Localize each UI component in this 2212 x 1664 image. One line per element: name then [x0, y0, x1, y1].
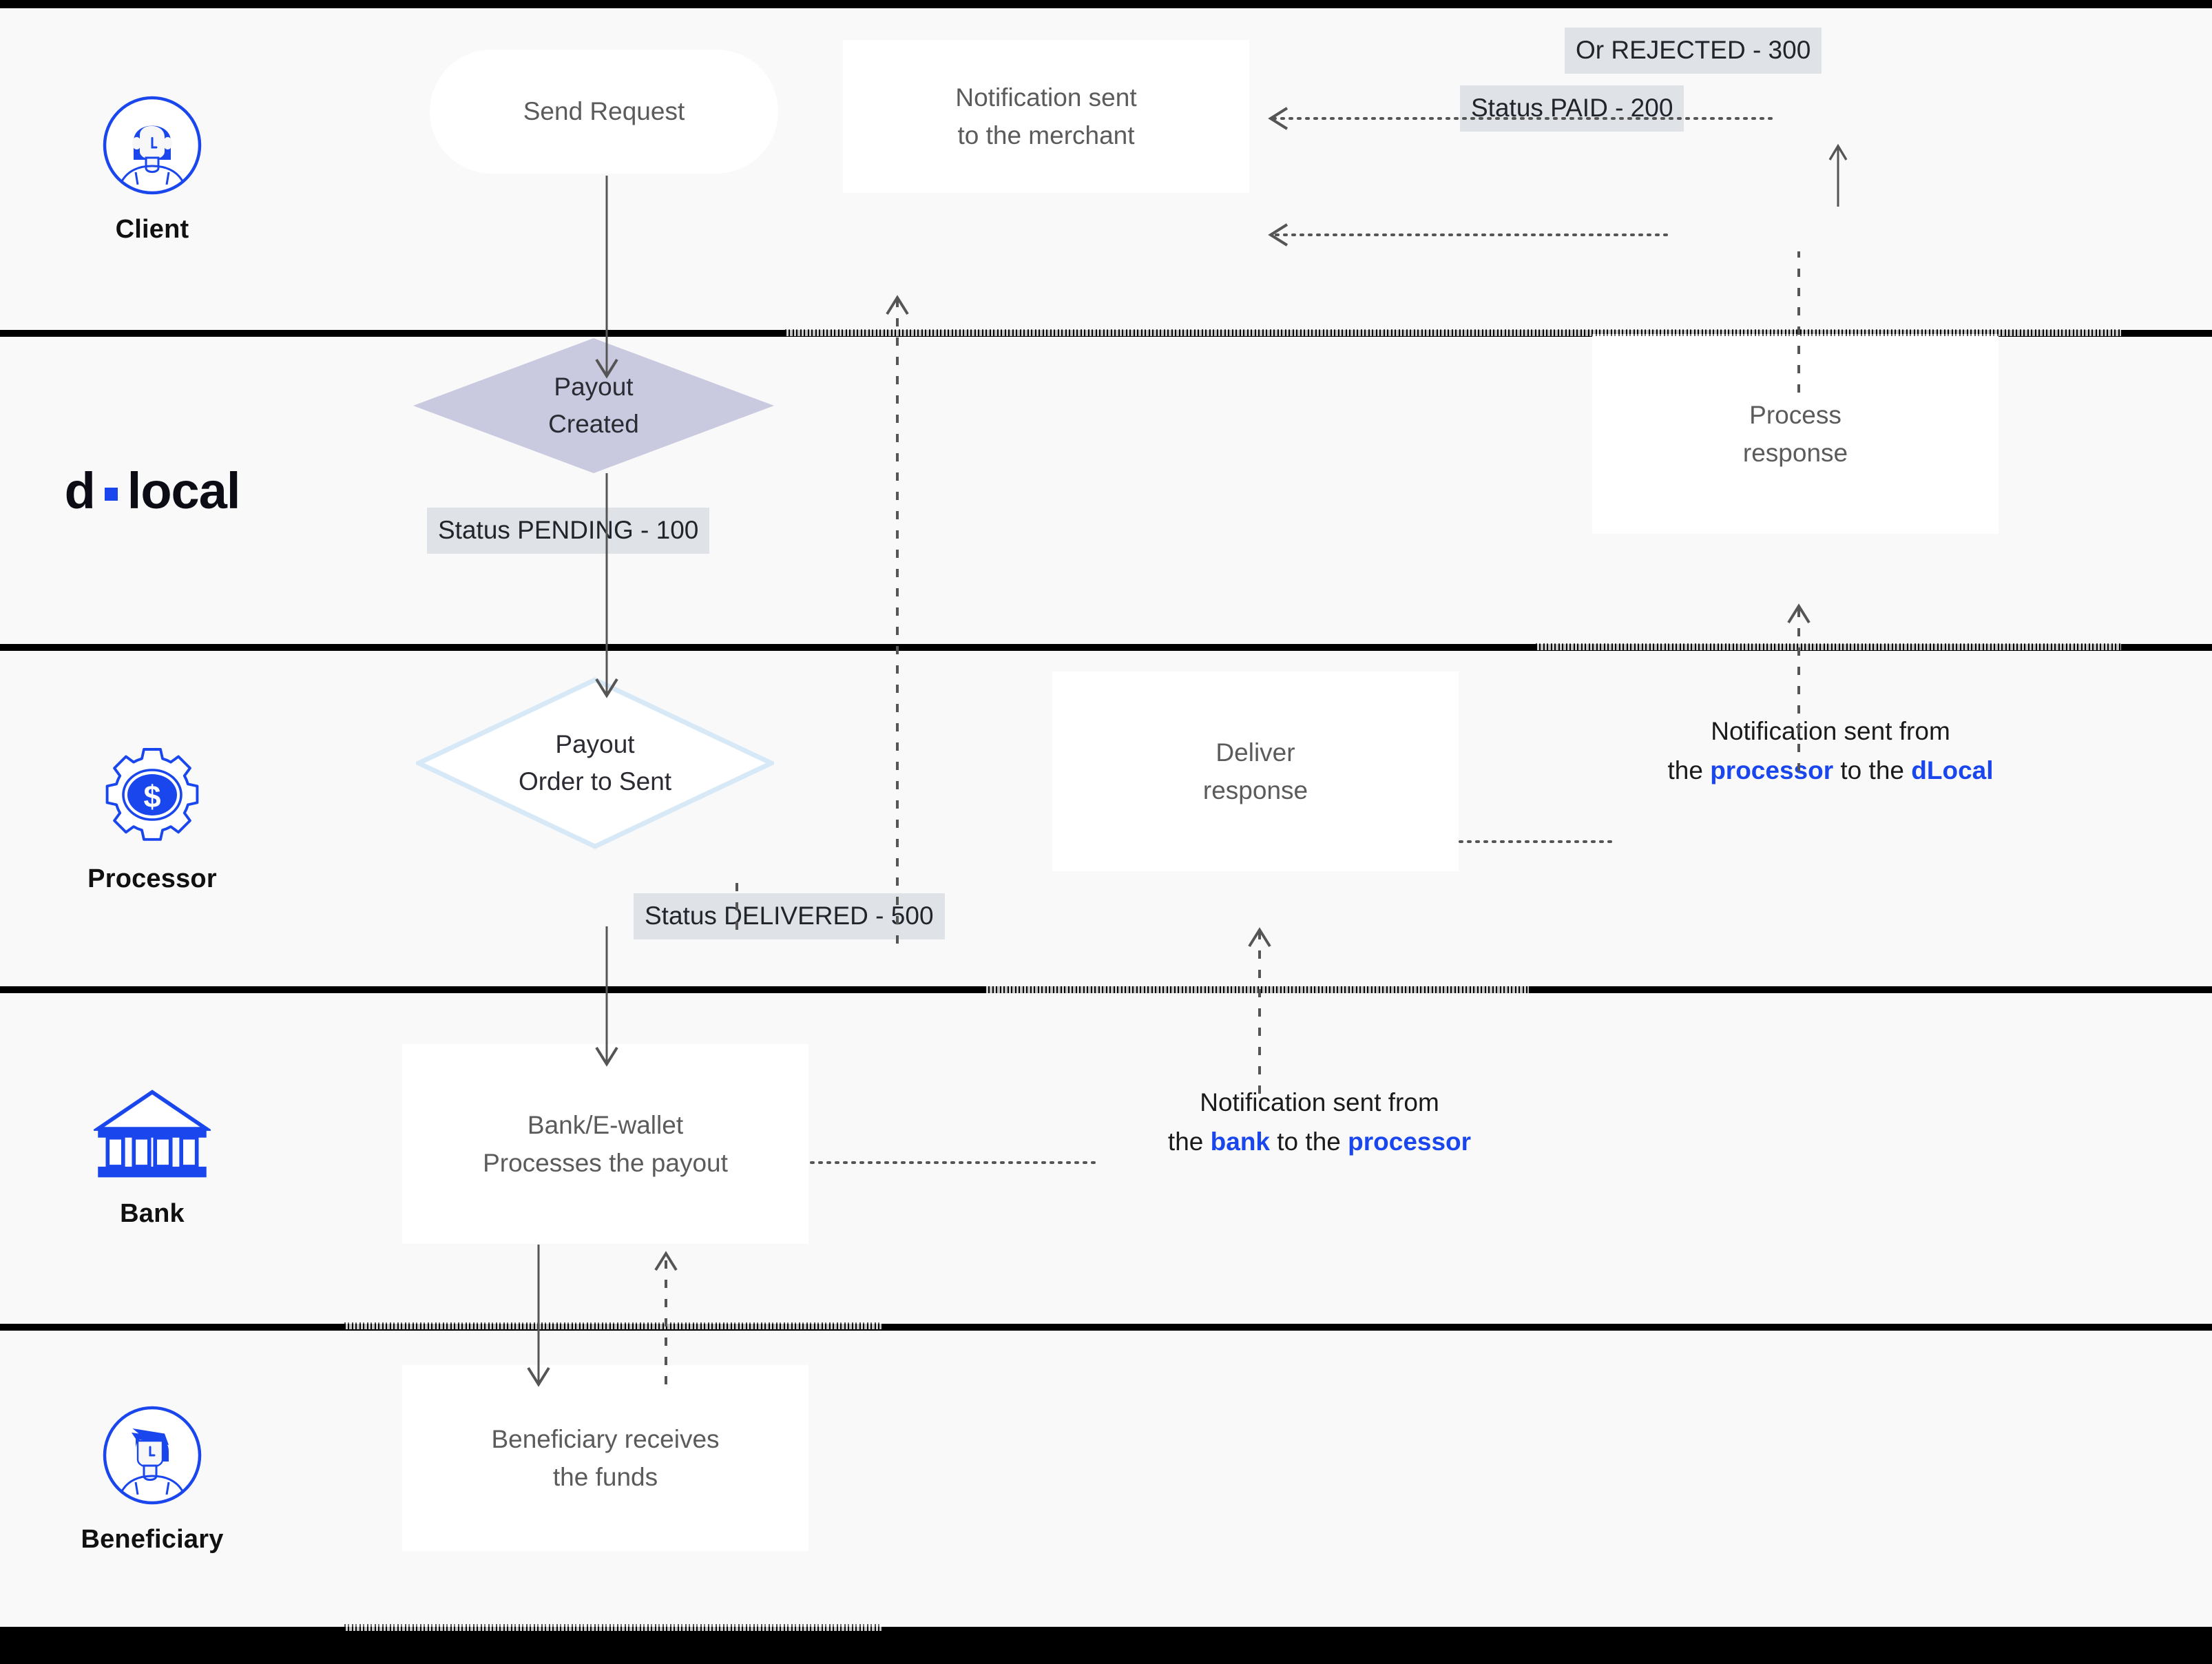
- bank-building-icon: [92, 1088, 213, 1181]
- edge-texture-3: [985, 986, 1529, 993]
- swimlane-beneficiary: Beneficiary Beneficiary receives the fun…: [0, 1331, 2212, 1627]
- male-avatar-icon: [101, 1404, 204, 1507]
- lane-label-dlocal: d local: [0, 337, 304, 644]
- gear-dollar-icon: $: [101, 743, 204, 846]
- edge-texture-1: [785, 329, 2121, 336]
- lane-label-processor: $ Processor: [0, 651, 304, 986]
- swimlane-processor: $ Processor Payout Order to Sent Status …: [0, 651, 2212, 986]
- node-bank-processes-payout[interactable]: Bank/E-wallet Processes the payout: [402, 1044, 808, 1244]
- lane-body-bank: Bank/E-wallet Processes the payout Notif…: [311, 993, 2212, 1324]
- status-chip-delivered: Status DELIVERED - 500: [634, 893, 945, 939]
- node-process-response[interactable]: Process response: [1592, 334, 1999, 534]
- node-payout-created[interactable]: Payout Created: [413, 338, 774, 473]
- lane-label-beneficiary: Beneficiary: [0, 1331, 304, 1627]
- status-chip-pending: Status PENDING - 100: [427, 508, 710, 554]
- status-chip-rejected: Or REJECTED - 300: [1565, 28, 1822, 74]
- dlocal-square-dot-icon: [104, 487, 118, 501]
- swimlane-client: Client Send Request Notification sent to…: [0, 8, 2212, 330]
- annotation-processor-to-dlocal: Notification sent from the processor to …: [1667, 717, 1994, 785]
- swimlane-dlocal: d local Payout Created Status PENDING - …: [0, 334, 2212, 644]
- node-payout-order-sent[interactable]: Payout Order to Sent: [416, 677, 774, 849]
- lane-body-client: Send Request Notification sent to the me…: [311, 8, 2212, 330]
- female-avatar-icon: [101, 94, 204, 197]
- lane-name-client: Client: [115, 215, 189, 244]
- node-beneficiary-receives-funds[interactable]: Beneficiary receives the funds: [402, 1365, 808, 1551]
- edge-texture-2: [1536, 643, 2121, 650]
- svg-text:$: $: [143, 779, 160, 814]
- node-notification-merchant[interactable]: Notification sent to the merchant: [843, 40, 1249, 193]
- lane-body-beneficiary: Beneficiary receives the funds: [311, 1331, 2212, 1627]
- lane-name-processor: Processor: [87, 864, 217, 893]
- dlocal-local-word: local: [127, 461, 241, 519]
- edge-texture-4: [344, 1322, 881, 1329]
- lane-body-processor: Payout Order to Sent Status DELIVERED - …: [311, 651, 2212, 986]
- lane-name-beneficiary: Beneficiary: [81, 1524, 224, 1554]
- dlocal-logo: d local: [64, 461, 241, 520]
- node-deliver-response[interactable]: Deliver response: [1052, 672, 1459, 871]
- lane-body-dlocal: Payout Created Status PENDING - 100 Proc…: [311, 334, 2212, 644]
- lane-label-bank: Bank: [0, 993, 304, 1324]
- swimlane-bank: Bank Bank/E-wallet Processes the payout …: [0, 993, 2212, 1324]
- edge-texture-5: [344, 1624, 881, 1631]
- status-chip-paid: Status PAID - 200: [1460, 85, 1684, 132]
- lane-name-bank: Bank: [120, 1199, 185, 1228]
- lane-label-client: Client: [0, 8, 304, 330]
- annotation-bank-to-processor: Notification sent from the bank to the p…: [1167, 1088, 1472, 1156]
- node-send-request[interactable]: Send Request: [430, 50, 778, 174]
- dlocal-d-letter: d: [64, 461, 96, 519]
